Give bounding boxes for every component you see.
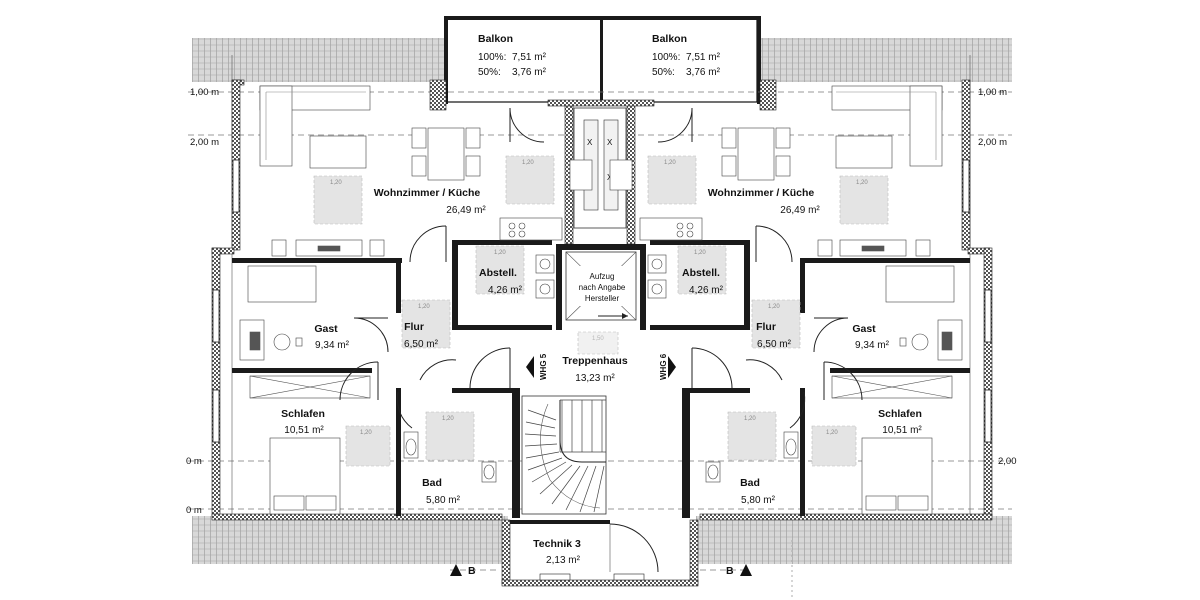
section-marker-left (450, 564, 500, 576)
level-right-2: 2,00 m (978, 137, 1007, 148)
doors-right (657, 107, 863, 429)
level-left-4: 0 m (186, 505, 202, 516)
balcony-left-line1-value: 7,51 m² (512, 52, 547, 63)
right-living-name: Wohnzimmer / Küche (708, 187, 815, 199)
clearance-label-10: 1,20 (768, 304, 780, 310)
left-guest-name: Gast (314, 323, 338, 335)
left-storage-area: 4,26 m² (488, 285, 523, 296)
balcony-right-line2-value: 3,76 m² (686, 67, 721, 78)
section-label-right: B (726, 565, 734, 577)
roof-top-right (760, 38, 1012, 82)
clearance-label-2: 1,20 (522, 160, 534, 166)
clearance-label-6: 1,20 (442, 416, 454, 422)
right-hall-name: Flur (756, 321, 776, 333)
clearance-label-1: 1,20 (330, 180, 342, 186)
svg-text:X: X (607, 138, 613, 147)
balcony-right-line2-label: 50%: (652, 67, 675, 78)
clearance-label-4: 1,20 (418, 304, 430, 310)
right-storage-area: 4,26 m² (689, 285, 724, 296)
clearance-label-8: 1,20 (664, 160, 676, 166)
left-bath-name: Bad (422, 477, 442, 489)
elevator: Aufzug nach Angabe Hersteller (565, 251, 637, 321)
level-left-2: 2,00 m (190, 137, 219, 148)
stair-name: Treppenhaus (562, 355, 628, 367)
doors-left (339, 107, 545, 429)
balcony-left-name: Balkon (478, 33, 513, 45)
clearance-label-9: 1,20 (694, 250, 706, 256)
right-bath-name: Bad (740, 477, 760, 489)
left-living-name: Wohnzimmer / Küche (374, 187, 481, 199)
technik-name: Technik 3 (533, 538, 581, 550)
right-storage-name: Abstell. (682, 267, 720, 279)
level-left-1: 1,00 m (190, 87, 219, 98)
right-bedroom-name: Schlafen (878, 408, 922, 420)
clearance-label-11: 1,20 (826, 430, 838, 436)
balcony-left-line2-label: 50%: (478, 67, 501, 78)
whg6-label: WHG 6 (659, 353, 668, 380)
stair-area: 13,23 m² (575, 373, 615, 384)
clearance-label-3: 1,20 (494, 250, 506, 256)
walls-left-unit (211, 79, 552, 521)
furniture-right (609, 85, 963, 515)
level-right-1: 1,00 m (978, 87, 1007, 98)
right-hall-area: 6,50 m² (757, 339, 792, 350)
left-guest-area: 9,34 m² (315, 340, 350, 351)
roof-bottom-left (192, 516, 508, 564)
elevator-line-2: nach Angabe (579, 283, 626, 292)
left-hall-area: 6,50 m² (404, 339, 439, 350)
clearance-label-12: 1,20 (744, 416, 756, 422)
left-bedroom-area: 10,51 m² (284, 425, 324, 436)
left-hall-name: Flur (404, 321, 424, 333)
balcony-left-line1-label: 100%: (478, 52, 506, 63)
clearance-label-7: 1,20 (856, 180, 868, 186)
left-storage-name: Abstell. (479, 267, 517, 279)
whg5-label: WHG 5 (539, 353, 548, 380)
furniture-left (239, 85, 593, 515)
elevator-line-3: Hersteller (585, 294, 620, 303)
balcony-right-line1-value: 7,51 m² (686, 52, 721, 63)
balcony-left: Balkon 100%: 7,51 m² 50%: 3,76 m² (444, 16, 603, 104)
section-label-left: B (468, 565, 476, 577)
left-living-area: 26,49 m² (446, 205, 486, 216)
clearance-areas (313, 155, 889, 467)
elevator-line-1: Aufzug (590, 272, 615, 281)
left-bath-area: 5,80 m² (426, 495, 461, 506)
right-bedroom-area: 10,51 m² (882, 425, 922, 436)
right-guest-name: Gast (852, 323, 876, 335)
balcony-right-name: Balkon (652, 33, 687, 45)
door-stair-right (691, 347, 733, 389)
technik-area: 2,13 m² (546, 555, 581, 566)
walls-right-unit (650, 79, 993, 521)
svg-text:X: X (587, 138, 593, 147)
balcony-right-line1-label: 100%: (652, 52, 680, 63)
whg6-arrow (668, 356, 676, 378)
balcony-left-line2-value: 3,76 m² (512, 67, 547, 78)
right-living-area: 26,49 m² (780, 205, 820, 216)
roof-top-left (192, 38, 444, 82)
section-marker-right (700, 564, 752, 576)
level-left-3: 0 m (186, 456, 202, 467)
door-stair-left (469, 347, 511, 389)
staircase (521, 395, 607, 515)
clearance-label-5: 1,20 (360, 430, 372, 436)
left-bedroom-name: Schlafen (281, 408, 325, 420)
balcony-right: Balkon 100%: 7,51 m² 50%: 3,76 m² (600, 16, 761, 104)
level-right-3: 2,00 (998, 456, 1017, 467)
technik-room (539, 523, 659, 581)
whg5-arrow (526, 356, 534, 378)
roof-bottom-right (696, 516, 1012, 564)
right-bath-area: 5,80 m² (741, 495, 776, 506)
right-guest-area: 9,34 m² (855, 340, 890, 351)
